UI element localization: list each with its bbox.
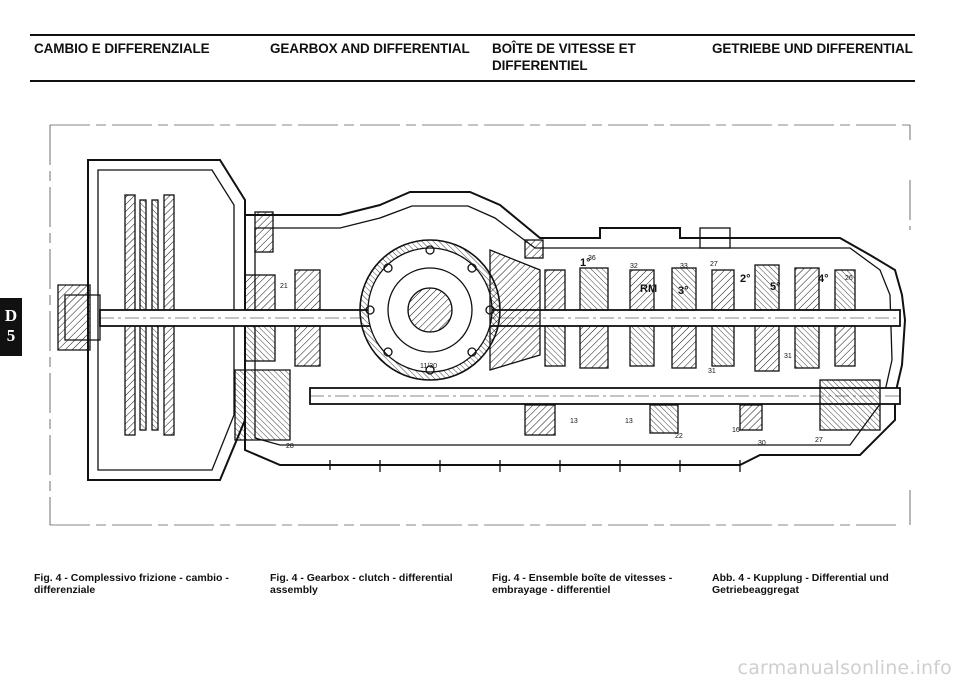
section-tab-number: 5 (6, 326, 16, 345)
gear-label-5: 5° (770, 281, 781, 293)
part-number-label: 26 (845, 275, 853, 282)
part-number-label: 30 (758, 440, 766, 447)
header-title-fr-line2: DIFFERENTIEL (492, 58, 588, 73)
header-title-it: CAMBIO E DIFFERENZIALE (34, 41, 210, 56)
part-number-label: 21 (280, 283, 288, 290)
section-tab: D 5 (0, 298, 22, 356)
caption-en: Fig. 4 - Gearbox - clutch - differential… (270, 572, 453, 596)
gear-label-1: 1° (580, 257, 591, 269)
part-number-label: 11/30 (420, 363, 437, 370)
watermark: carmanualsonline.info (737, 657, 952, 679)
gear-label-3: 3° (678, 285, 689, 297)
header-rule-top (30, 34, 915, 36)
part-number-label: 13 (625, 418, 633, 425)
part-number-label: 31 (708, 368, 716, 375)
part-number-label: 27 (815, 437, 823, 444)
part-number-label: 27 (710, 261, 718, 268)
part-number-label: 32 (630, 263, 638, 270)
gear-label-2: 2° (740, 273, 751, 285)
section-tab-letter: D (4, 306, 18, 325)
part-number-label: 16 (732, 427, 740, 434)
header-rule-bottom (30, 80, 915, 82)
caption-fr: Fig. 4 - Ensemble boîte de vitesses - em… (492, 572, 673, 596)
part-number-label: 28 (286, 443, 294, 450)
gearbox-cross-section-drawing: 1° RM 3° 2° 5° 4° 21 32 36 33 27 26 13 1… (49, 124, 911, 526)
part-number-label: 13 (570, 418, 578, 425)
part-number-label: 31 (784, 353, 792, 360)
header-title-en: GEARBOX AND DIFFERENTIAL (270, 41, 470, 56)
header-title-fr: BOÎTE DE VITESSE ET DIFFERENTIEL (492, 40, 636, 74)
caption-it: Fig. 4 - Complessivo frizione - cambio -… (34, 572, 229, 596)
header-title-de: GETRIEBE UND DIFFERENTIAL (712, 41, 913, 56)
gear-label-reverse: RM (640, 283, 657, 295)
caption-de: Abb. 4 - Kupplung - Differential und Get… (712, 572, 889, 596)
part-number-label: 33 (680, 263, 688, 270)
part-number-label: 22 (675, 433, 683, 440)
part-number-label: 36 (588, 255, 596, 262)
header-title-fr-line1: BOÎTE DE VITESSE ET (492, 41, 636, 56)
gear-label-4: 4° (818, 273, 829, 285)
